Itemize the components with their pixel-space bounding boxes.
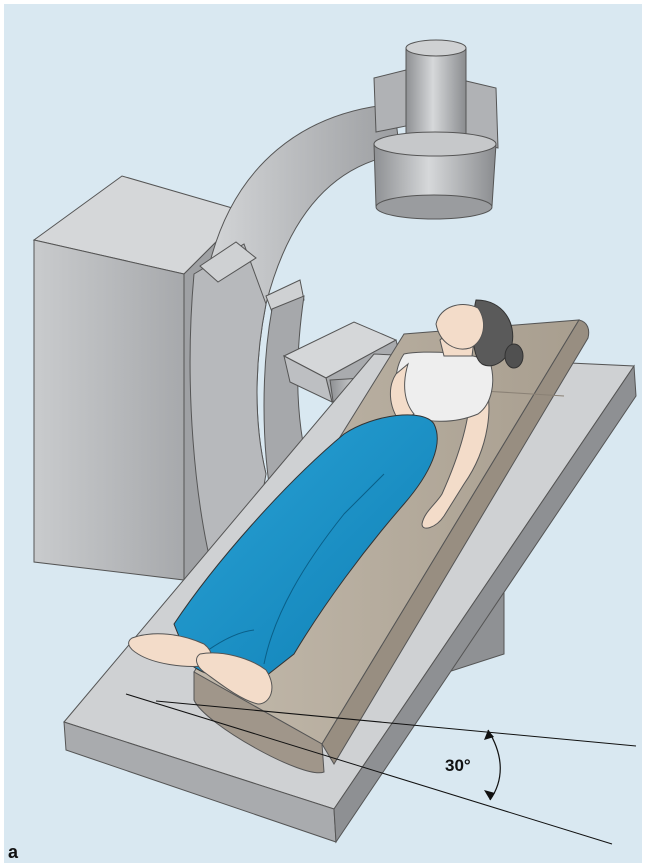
angle-arc — [488, 730, 500, 800]
figure-panel: 30° a — [4, 4, 642, 863]
arrow-down-icon — [484, 790, 495, 800]
c-arm-illustration — [4, 4, 642, 863]
angle-label: 30° — [445, 756, 471, 776]
panel-label: a — [8, 842, 18, 863]
